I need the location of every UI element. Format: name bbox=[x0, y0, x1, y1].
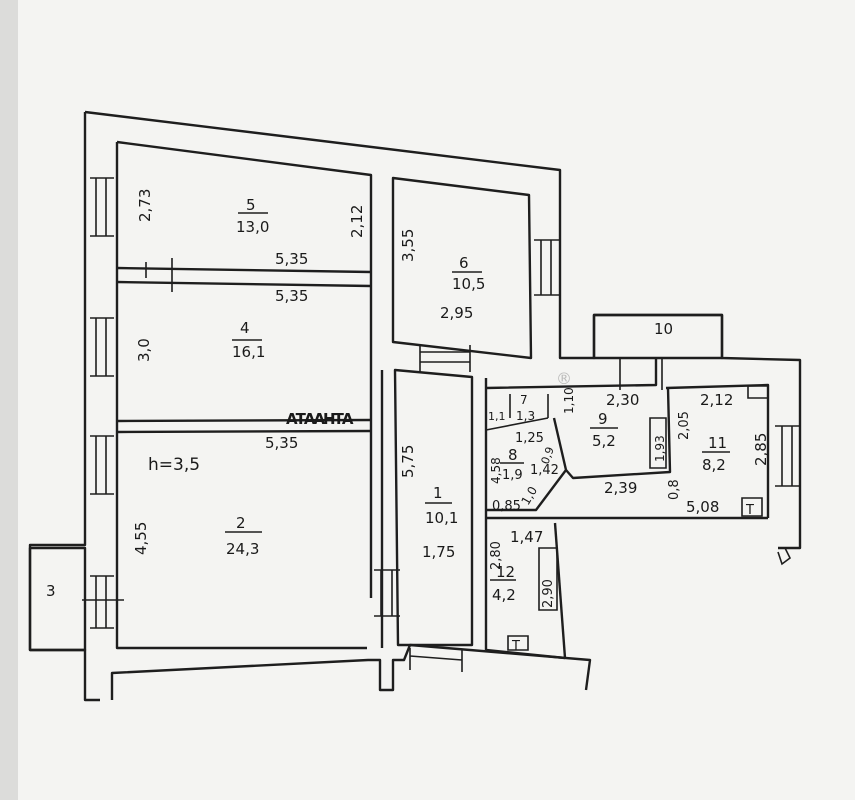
dim-5-75: 5,75 bbox=[399, 445, 417, 478]
dim-5-35-mid: 5,35 bbox=[275, 287, 308, 305]
room-11-number: 11 bbox=[708, 434, 727, 452]
dim-2-12-right: 2,12 bbox=[700, 391, 733, 409]
room-10-label: 10 bbox=[654, 320, 673, 338]
room-12-number: 12 bbox=[496, 563, 515, 581]
room-4-area: 16,1 bbox=[232, 343, 265, 361]
dimension-labels: 2,73 2,12 5,35 5,35 3,0 5,35 4,55 3,55 2… bbox=[132, 189, 770, 608]
room-5-number: 5 bbox=[246, 196, 256, 214]
room-5-area: 13,0 bbox=[236, 218, 269, 236]
dim-4-58: 4,58 bbox=[489, 457, 503, 484]
dim-5-35-top: 5,35 bbox=[275, 250, 308, 268]
dim-1-75: 1,75 bbox=[422, 543, 455, 561]
stair-mark-1: Т bbox=[745, 503, 754, 518]
watermark-logo: АТААНТА bbox=[286, 410, 354, 428]
room-9-area: 5,2 bbox=[592, 432, 616, 450]
room-8-area: 1,9 bbox=[502, 468, 523, 483]
stair-mark-2: Т bbox=[511, 639, 520, 654]
room-6-area: 10,5 bbox=[452, 275, 485, 293]
dim-2-12: 2,12 bbox=[348, 205, 366, 238]
room-8-number: 8 bbox=[508, 446, 518, 464]
dim-1-42: 1,42 bbox=[530, 463, 559, 478]
dim-2-95: 2,95 bbox=[440, 304, 473, 322]
dim-2-80: 2,80 bbox=[489, 541, 504, 570]
dim-2-85: 2,85 bbox=[752, 433, 770, 466]
room-9-number: 9 bbox=[598, 410, 608, 428]
dim-2-73: 2,73 bbox=[136, 189, 154, 222]
room-1-number: 1 bbox=[433, 484, 443, 502]
watermark-registered: ® bbox=[556, 369, 572, 388]
dim-1-25: 1,25 bbox=[515, 431, 544, 446]
dim-0-9: 0,9 bbox=[539, 445, 557, 466]
dim-0-85: 0,85 bbox=[492, 499, 521, 514]
scan-edge-shadow bbox=[0, 0, 18, 800]
dim-3-55: 3,55 bbox=[399, 229, 417, 262]
room-10-outline bbox=[592, 313, 724, 360]
room-4-number: 4 bbox=[240, 319, 250, 337]
room-6-number: 6 bbox=[459, 254, 469, 272]
windows bbox=[82, 177, 800, 672]
dim-5-08: 5,08 bbox=[686, 498, 719, 516]
dim-3-0: 3,0 bbox=[135, 338, 153, 362]
room-7-area: 1,3 bbox=[516, 409, 535, 423]
dim-1-10: 1,10 bbox=[562, 387, 576, 414]
dim-1-93: 1,93 bbox=[653, 435, 667, 462]
ceiling-height: h=3,5 bbox=[148, 455, 200, 475]
room-11-area: 8,2 bbox=[702, 456, 726, 474]
room-3-outline bbox=[28, 546, 87, 652]
room-7-number: 7 bbox=[520, 393, 528, 407]
room-labels: 5 13,0 4 16,1 2 24,3 6 10,5 1 10,1 9 5,2… bbox=[46, 196, 754, 654]
dim-1-47: 1,47 bbox=[510, 528, 543, 546]
dim-2-90: 2,90 bbox=[541, 579, 556, 608]
room-12-area: 4,2 bbox=[492, 586, 516, 604]
area-fraction-bars bbox=[225, 212, 730, 581]
room-3-label: 3 bbox=[46, 582, 56, 600]
dim-1-1: 1,1 bbox=[488, 410, 506, 423]
room-2-area: 24,3 bbox=[226, 540, 259, 558]
room-1-area: 10,1 bbox=[425, 509, 458, 527]
room-2-number: 2 bbox=[236, 514, 246, 532]
dim-4-55: 4,55 bbox=[132, 522, 150, 555]
dim-2-30: 2,30 bbox=[606, 391, 639, 409]
dim-0-8: 0,8 bbox=[667, 479, 682, 500]
dim-2-05: 2,05 bbox=[677, 411, 692, 440]
inner-walls bbox=[115, 140, 770, 660]
dim-5-35-low: 5,35 bbox=[265, 434, 298, 452]
dim-2-39: 2,39 bbox=[604, 479, 637, 497]
